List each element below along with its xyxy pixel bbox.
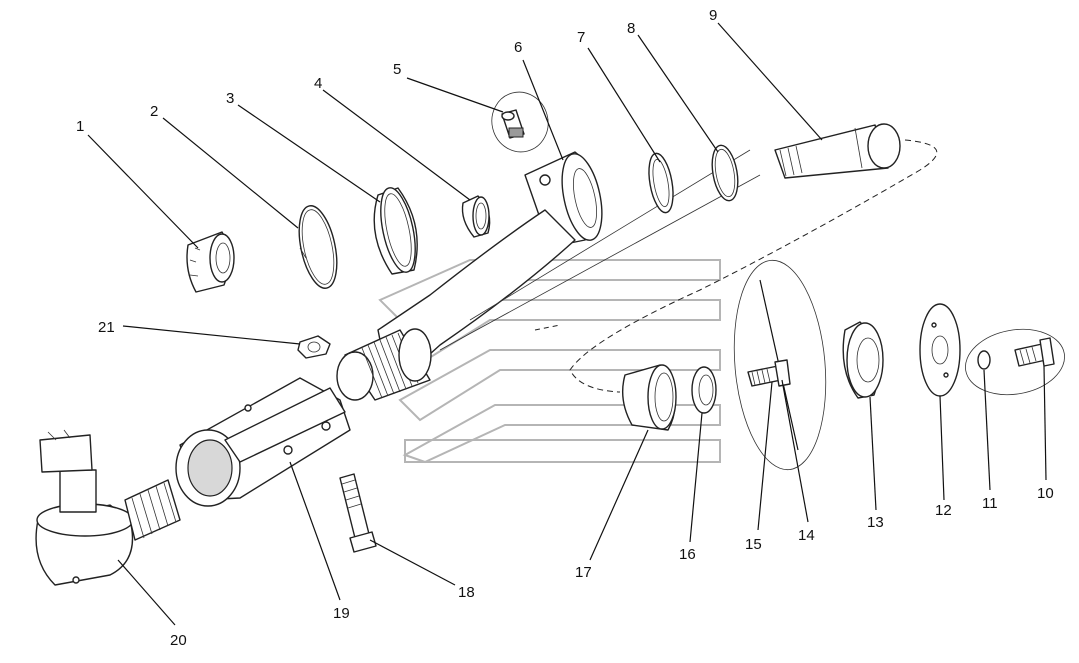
- label-13: 13: [867, 514, 884, 531]
- label-12: 12: [935, 502, 952, 519]
- part-13-threaded-plug: [842, 321, 884, 399]
- label-1: 1: [76, 118, 84, 135]
- label-7: 7: [577, 29, 585, 46]
- label-9: 9: [709, 7, 717, 24]
- part-17-sleeve: [622, 364, 677, 431]
- leader-lines: [87, 22, 1047, 626]
- part-10-11-bolt-washer: [965, 328, 1065, 396]
- part-12-cover-plate: [919, 303, 961, 397]
- part-18-clamp-bolt: [339, 473, 377, 553]
- part-4-bushing: [461, 195, 491, 238]
- label-16: 16: [679, 546, 696, 563]
- part-7-seal-ring: [648, 152, 674, 214]
- label-17: 17: [575, 564, 592, 581]
- part-8-o-ring: [711, 144, 739, 202]
- part-16-seal: [691, 366, 717, 414]
- dashed-assembly-path: [534, 139, 938, 393]
- label-4: 4: [314, 75, 322, 92]
- part-19-tie-rod-clamp: [175, 377, 351, 507]
- label-8: 8: [627, 20, 635, 37]
- part-14-cotter-disc: [733, 259, 827, 471]
- part-3-cup: [373, 187, 418, 275]
- part-2-snap-ring: [298, 205, 338, 289]
- part-6-threaded-end: [336, 328, 432, 401]
- label-20: 20: [170, 632, 187, 649]
- part-20-ball-joint: [35, 429, 181, 586]
- part-5-grease-fitting: [491, 91, 549, 153]
- label-15: 15: [745, 536, 762, 553]
- label-3: 3: [226, 90, 234, 107]
- part-1-castle-nut: [186, 231, 235, 293]
- label-14: 14: [798, 527, 815, 544]
- label-11: 11: [982, 495, 998, 512]
- part-21-lock-nut: [297, 335, 331, 359]
- label-18: 18: [458, 584, 475, 601]
- part-9-pivot-pin: [774, 123, 901, 179]
- label-10: 10: [1037, 485, 1054, 502]
- callout-labels: 1 2 3 4 5 6 7 8 9 10 11 12 13 14 15 16 1…: [76, 7, 1054, 649]
- label-21: 21: [98, 319, 115, 336]
- label-5: 5: [393, 61, 401, 78]
- label-6: 6: [514, 39, 522, 56]
- label-19: 19: [333, 605, 350, 622]
- label-2: 2: [150, 103, 158, 120]
